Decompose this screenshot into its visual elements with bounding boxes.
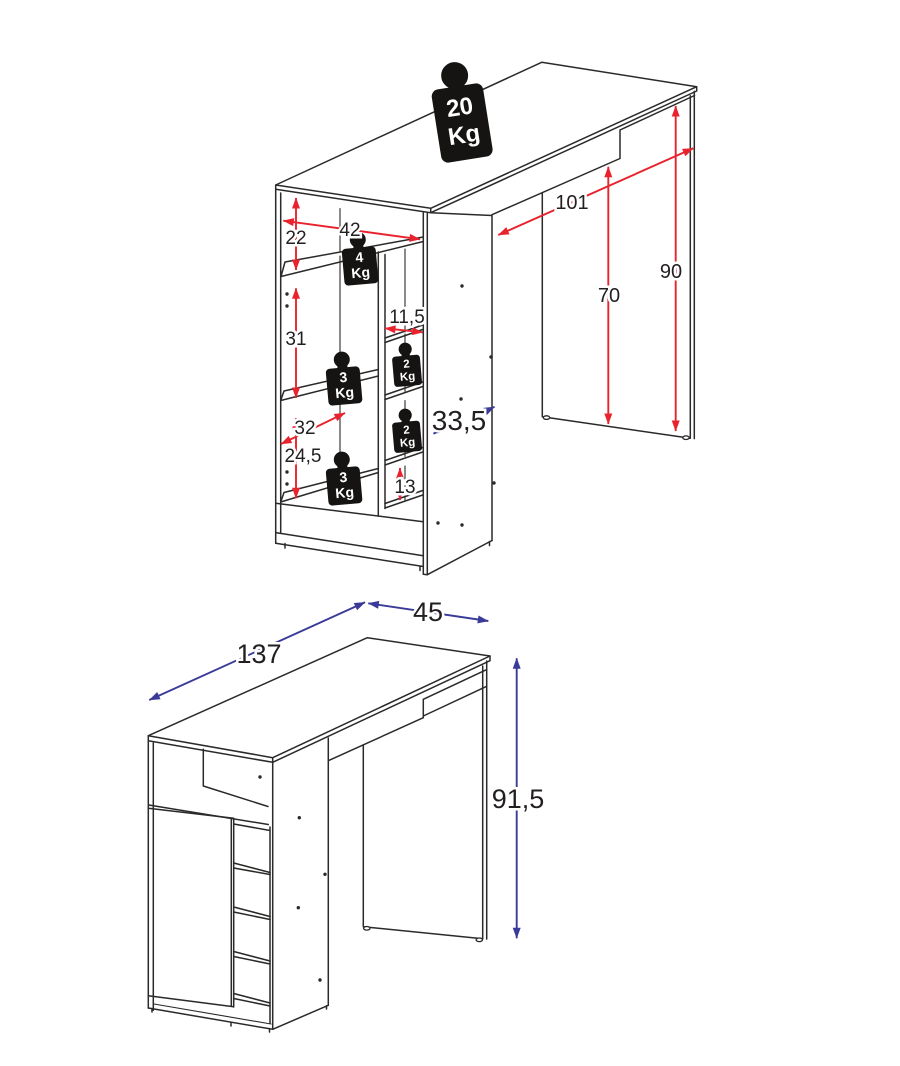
dimension-label-33-5: 33,5 — [432, 405, 487, 436]
cabinet-feet — [151, 1005, 328, 1033]
weight-unit: Kg — [335, 384, 355, 402]
dimension-arrows-red — [280, 105, 694, 501]
dimension-label-13: 13 — [394, 477, 415, 498]
dimension-label-22: 22 — [285, 228, 306, 249]
apron-rail — [491, 94, 696, 216]
shelf-pin-holes — [258, 775, 327, 982]
dimension-label-91-5: 91,5 — [492, 784, 545, 814]
weight-value: 3 — [339, 369, 348, 386]
weight-value: 2 — [403, 358, 410, 371]
weight-value: 20 — [444, 92, 475, 123]
dimension-label-90: 90 — [660, 261, 682, 283]
leg-foot — [475, 937, 484, 943]
weight-badge-2kg-lower: 2 Kg — [392, 408, 423, 453]
leg-panel — [541, 90, 696, 441]
leg-foot — [362, 925, 371, 931]
dimension-label-70: 70 — [598, 285, 620, 307]
weight-unit: Kg — [335, 484, 355, 502]
dimension-label-11-5: 11,5 — [389, 307, 425, 328]
apron-rail — [327, 668, 488, 762]
leg-foot — [682, 435, 690, 441]
arrow-33-5-left — [432, 424, 447, 435]
dimension-label-101: 101 — [555, 192, 588, 214]
dimension-label-137: 137 — [236, 639, 281, 669]
dimension-labels-top-view: 22 42 31 32 24,5 11,5 13 33,5 101 70 90 — [282, 190, 685, 501]
tabletop — [147, 636, 491, 764]
dimension-labels-front-view: 137 45 91,5 — [234, 595, 547, 817]
arrow-42 — [282, 218, 421, 242]
leg-panel — [362, 660, 488, 943]
dimension-label-42: 42 — [339, 220, 360, 241]
weight-value: 4 — [355, 249, 364, 266]
weight-badge-3kg-middle: 3 Kg — [325, 351, 363, 406]
arrow-137 — [148, 601, 366, 701]
dimension-label-31: 31 — [285, 329, 306, 350]
weight-badge-20kg: 20 Kg — [431, 62, 493, 163]
weight-value: 3 — [339, 469, 348, 486]
weight-unit: Kg — [351, 264, 371, 282]
arrow-45 — [367, 600, 489, 624]
shelf-cabinet — [274, 188, 493, 576]
depth-arrow-blue — [432, 405, 495, 435]
arrow-32 — [280, 412, 346, 445]
dimension-label-24-5: 24,5 — [285, 446, 322, 467]
isometric-view-shelf-side: 20 Kg 4 Kg 3 Kg 3 Kg 2 Kg — [274, 61, 698, 576]
weight-unit: Kg — [399, 371, 415, 384]
weight-unit: Kg — [446, 119, 482, 151]
cabinet-feet — [284, 540, 491, 572]
dimension-label-45: 45 — [413, 597, 443, 627]
cabinet-with-door — [147, 737, 330, 1031]
dimension-arrows-blue — [148, 600, 521, 939]
shelf-pin-holes — [285, 284, 496, 527]
weight-value: 2 — [403, 424, 410, 437]
weight-badge-3kg-bottom: 3 Kg — [325, 451, 363, 506]
dimension-label-32: 32 — [294, 418, 315, 439]
arrow-101 — [497, 147, 694, 236]
isometric-view-door-side: 137 45 91,5 — [147, 595, 547, 1033]
weight-badge-2kg-upper: 2 Kg — [392, 342, 423, 387]
arrow-11-5 — [384, 325, 424, 336]
weight-badge-4kg: 4 Kg — [341, 231, 379, 286]
cabinet-door — [147, 807, 235, 1008]
leg-foot — [542, 415, 551, 421]
arrow-33-5-right — [478, 405, 495, 416]
weight-unit: Kg — [399, 437, 415, 450]
